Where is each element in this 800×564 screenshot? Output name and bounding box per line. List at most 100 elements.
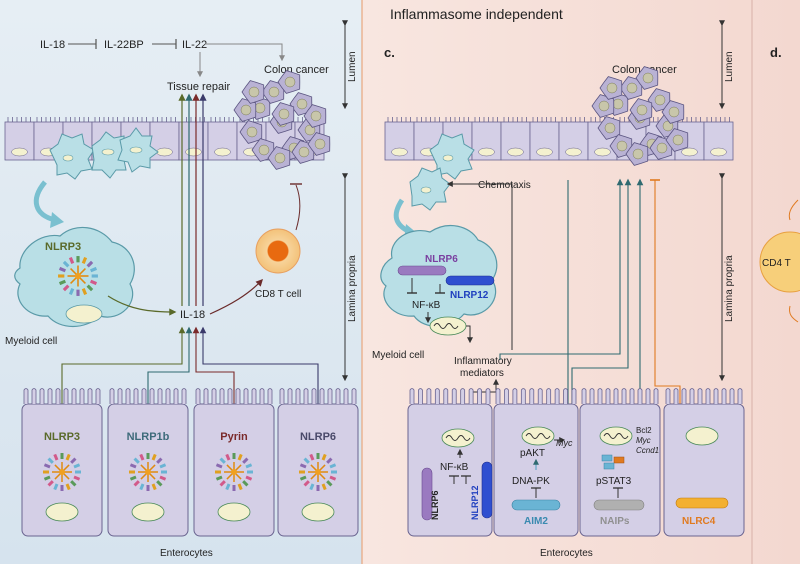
epithelial-nucleus <box>11 147 28 157</box>
nlrp12-bar-cell1 <box>481 461 493 519</box>
cancer-nucleus <box>656 142 668 154</box>
migration-arrow-left <box>33 180 56 223</box>
inflammasome-subunit <box>159 475 167 481</box>
colon-cancer-cluster-right <box>591 66 689 166</box>
nlrp3-to-il18-arrow <box>107 295 177 316</box>
enterocyte-microvillus <box>157 388 163 404</box>
inflammasome-subunit <box>70 457 77 464</box>
stat3-icon-a <box>601 454 613 462</box>
myeloid-cell-body-left <box>14 226 135 328</box>
enterocyte-microvillus <box>597 388 603 404</box>
epithelial-nucleus <box>156 147 173 157</box>
panel-c-label: c. <box>384 45 395 60</box>
inflammasome-subunit <box>225 483 231 491</box>
enterocyte-microvillus <box>563 388 568 404</box>
inflammasome-core <box>315 469 321 475</box>
panel-d-arrow-top <box>788 199 799 221</box>
il18-center-label: IL-18 <box>180 309 205 321</box>
nlrp1b-enterocyte-arrow <box>147 326 193 410</box>
inflammasome-subunit <box>75 470 81 474</box>
dna-icon-myeloid <box>433 323 459 329</box>
inflammasome-subunit <box>321 483 327 491</box>
nlrp12-cell1-label: NLRP12 <box>470 485 480 520</box>
nlrp6-enterocyte-arrow <box>199 326 319 410</box>
lumen-label-left: Lumen <box>347 51 358 82</box>
enterocyte-microvillus <box>235 388 241 404</box>
panel-d-partial: CD4 T <box>759 199 800 323</box>
myeloid-nucleus-1 <box>62 154 74 162</box>
enterocyte-nucleus <box>217 502 251 522</box>
inflammasome-subunit <box>43 463 51 469</box>
inflammasome-subunit <box>81 256 88 264</box>
inflammasome-subunit <box>242 457 249 464</box>
enterocyte-microvillus <box>125 388 131 404</box>
inflammasome-subunit <box>73 475 81 481</box>
inflammasome-subunit <box>232 453 236 459</box>
naips-label: NAIPs <box>600 516 630 527</box>
left-axis: Lumen Lamina propria <box>342 20 358 382</box>
dna-icon-cell3 <box>603 433 629 439</box>
enterocyte-microvillus <box>39 388 45 404</box>
enterocyte-microvillus <box>477 388 482 404</box>
inflammasome-subunit <box>316 485 320 491</box>
myeloid-nucleus-r1 <box>442 154 454 162</box>
inflammasome-subunit <box>161 470 167 474</box>
cancer-nucleus <box>314 138 326 150</box>
il22-to-cancer-arrow <box>205 43 285 62</box>
enterocyte-microvillus <box>109 388 115 404</box>
cancer-nucleus <box>668 106 680 118</box>
inflammasome-subunit <box>129 463 137 469</box>
nlrc4-bar <box>675 497 729 509</box>
cancer-nucleus <box>598 100 610 112</box>
inflammasome-subunit <box>65 483 71 491</box>
inflammasome-subunit <box>245 463 253 469</box>
epithelial-nucleus <box>710 147 727 157</box>
cancer-nucleus <box>258 144 270 156</box>
ccnd1-label: Ccnd1 <box>636 446 659 455</box>
dnapk-label: DNA-PK <box>512 476 550 487</box>
inflammasome-subunit <box>242 480 249 487</box>
enterocyte-microvillus <box>335 388 341 404</box>
enterocyte-microvillus <box>211 388 217 404</box>
enterocyte-microvillus <box>737 388 743 404</box>
inflammasome-subunit <box>219 457 226 464</box>
dna-icon-cell1 <box>445 435 471 441</box>
cancer-nucleus <box>248 86 260 98</box>
enterocyte-microvillus <box>267 388 273 404</box>
tissue-repair-label: Tissue repair <box>167 81 231 93</box>
inflammasome-subunit <box>129 475 137 481</box>
inflammasome-subunit <box>60 453 64 459</box>
inflammasome-core <box>74 272 82 280</box>
mediators-cancer-arrow <box>499 178 624 360</box>
enterocyte-microvillus <box>426 388 432 404</box>
myeloid-nucleus-left <box>65 304 103 324</box>
inflammasome-subunit <box>237 483 243 491</box>
lamina-propria-label-left: Lamina propria <box>347 255 358 322</box>
epithelial-nucleus <box>536 147 553 157</box>
inflammasome-subunit <box>68 256 75 264</box>
enterocyte-microvillus <box>571 388 577 404</box>
nlrp6-bar-cell1 <box>421 467 433 521</box>
stat3-icon-b <box>613 456 625 464</box>
inflammasome-subunit <box>247 470 253 474</box>
inflammasome-subunit <box>139 483 145 491</box>
pakt-label: pAKT <box>520 448 545 459</box>
inflammasome-subunit <box>81 288 88 296</box>
enterocyte-microvillus <box>295 388 301 404</box>
enterocytes-label-right: Enterocytes <box>540 548 593 559</box>
cancer-nucleus <box>642 72 654 84</box>
epithelial-nucleus <box>185 147 202 157</box>
cancer-nucleus <box>310 110 322 122</box>
enterocyte-microvillus <box>303 388 309 404</box>
nucleus-cell4 <box>685 426 719 446</box>
nfkb-cell1-label: NF-κB <box>440 462 469 473</box>
dna-icon-cell2 <box>525 433 551 439</box>
enterocyte-microvillus <box>653 388 659 404</box>
cancer-nucleus <box>626 82 638 94</box>
inflammasome-core <box>231 469 237 475</box>
inflammasome-core <box>145 469 151 475</box>
enterocyte-microvillus <box>689 388 695 404</box>
enterocyte-microvillus <box>279 388 285 404</box>
cancer-nucleus <box>672 134 684 146</box>
